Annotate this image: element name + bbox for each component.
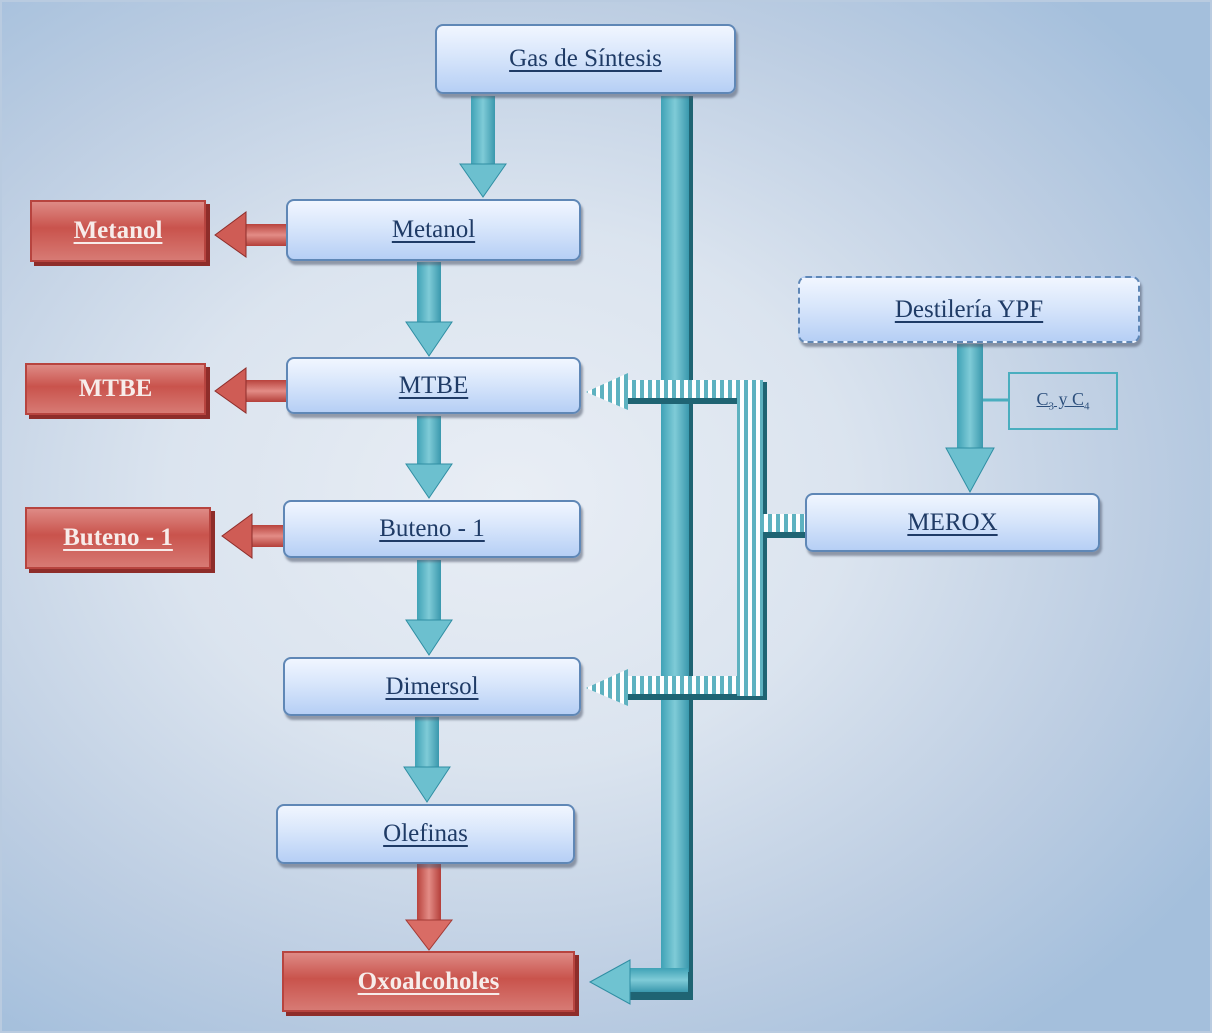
node-buteno-1[interactable]: Buteno - 1 <box>283 500 581 558</box>
node-label: Destilería YPF <box>894 295 1044 323</box>
product-metanol[interactable]: Metanol <box>30 200 206 262</box>
node-merox[interactable]: MEROX <box>805 493 1100 552</box>
stream-label-text: C3 y C4 <box>1036 389 1089 413</box>
node-label: Buteno - 1 <box>379 515 485 542</box>
node-destileria-ypf[interactable]: Destilería YPF <box>798 276 1140 343</box>
product-label: Oxoalcoholes <box>357 967 500 995</box>
c3-subscript: 3 <box>1048 400 1055 413</box>
product-label: MTBE <box>78 375 153 402</box>
node-label: Gas de Síntesis <box>509 45 662 72</box>
c4-subscript: 4 <box>1084 400 1090 413</box>
product-mtbe[interactable]: MTBE <box>25 363 206 415</box>
stream-label-c3-c4: C3 y C4 <box>1008 372 1118 430</box>
node-dimersol[interactable]: Dimersol <box>283 657 581 716</box>
arrow-buteno-to-product <box>221 513 286 559</box>
product-oxoalcoholes[interactable]: Oxoalcoholes <box>282 951 575 1012</box>
arrow-destileria-to-merox <box>945 344 1010 494</box>
bypass-arrow-gas-to-oxoalcoholes <box>588 96 693 1005</box>
node-mtbe[interactable]: MTBE <box>286 357 581 414</box>
arrow-gas-to-metanol <box>459 96 507 198</box>
arrow-mtbe-to-buteno <box>405 416 453 499</box>
node-metanol[interactable]: Metanol <box>286 199 581 261</box>
arrow-buteno-to-dimersol <box>405 560 453 656</box>
node-label: Metanol <box>391 216 476 243</box>
c3-text: C <box>1036 389 1049 410</box>
arrow-olefinas-to-oxoalcoholes <box>404 864 454 951</box>
product-buteno-1[interactable]: Buteno - 1 <box>25 507 211 569</box>
product-label: Buteno - 1 <box>63 524 173 551</box>
arrow-metanol-to-product <box>214 211 288 258</box>
product-label: Metanol <box>73 217 163 244</box>
striped-arrow-merox-to-mtbe-dimersol <box>586 373 807 706</box>
and-text: y <box>1054 389 1072 410</box>
node-label: MTBE <box>398 371 469 399</box>
node-gas-de-sintesis[interactable]: Gas de Síntesis <box>435 24 736 94</box>
node-label: Olefinas <box>383 820 468 847</box>
c4-text: C <box>1072 389 1085 410</box>
arrow-mtbe-to-product <box>214 367 288 414</box>
node-label: Dimersol <box>385 672 479 700</box>
arrow-metanol-to-mtbe <box>405 262 453 357</box>
node-label: MEROX <box>907 508 998 536</box>
arrow-dimersol-to-olefinas <box>403 717 451 803</box>
node-olefinas[interactable]: Olefinas <box>276 804 575 864</box>
